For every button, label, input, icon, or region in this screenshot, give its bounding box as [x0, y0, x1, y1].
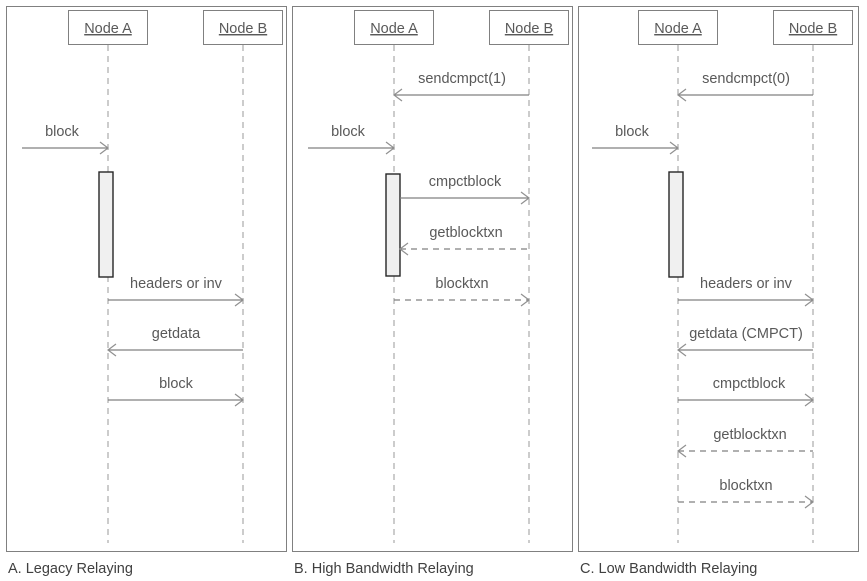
panel-c-message-getdata-cmpct-label: getdata (CMPCT)	[689, 326, 803, 342]
panel-b-participant-node-b-label: Node B	[505, 21, 553, 37]
panel-c-message-blocktxn[interactable]: blocktxn	[678, 478, 814, 509]
panel-a-frame	[6, 6, 287, 552]
panel-b-caption: B. High Bandwidth Relaying	[294, 561, 474, 577]
panel-c-frame	[578, 6, 859, 552]
panel-c-caption: C. Low Bandwidth Relaying	[580, 561, 757, 577]
panel-a-activation-node-a	[98, 171, 114, 278]
panel-c-message-sendcmpct[interactable]: sendcmpct(0)	[677, 71, 813, 102]
panel-b-message-block-in[interactable]: block	[308, 124, 395, 155]
panel-a-participant-node-a-label: Node A	[84, 21, 132, 37]
panel-a-message-block-out-label: block	[159, 376, 194, 392]
panel-b-activation-node-a	[385, 173, 401, 277]
panel-c-message-getblocktxn-label: getblocktxn	[713, 427, 786, 443]
panel-a: Node A Node B block headers or inv	[6, 6, 287, 577]
panel-c-message-cmpctblock-label: cmpctblock	[713, 376, 786, 392]
panel-a-message-headers-or-inv[interactable]: headers or inv	[108, 276, 244, 307]
panel-a-message-getdata[interactable]: getdata	[107, 326, 243, 357]
panel-a-message-block-in[interactable]: block	[22, 124, 109, 155]
panel-b-message-cmpctblock[interactable]: cmpctblock	[400, 174, 530, 205]
panel-a-message-getdata-label: getdata	[152, 326, 201, 342]
panel-b-message-block-in-label: block	[331, 124, 366, 140]
panel-a-caption: A. Legacy Relaying	[8, 561, 133, 577]
panel-b-message-getblocktxn-label: getblocktxn	[429, 225, 502, 241]
panel-b-message-cmpctblock-label: cmpctblock	[429, 174, 502, 190]
panel-a-message-block-in-label: block	[45, 124, 80, 140]
panel-c-participant-node-b-box[interactable]	[773, 10, 853, 45]
panel-c-message-cmpctblock[interactable]: cmpctblock	[678, 376, 814, 407]
panel-b-message-getblocktxn[interactable]: getblocktxn	[399, 225, 529, 256]
panel-c-message-getblocktxn[interactable]: getblocktxn	[677, 427, 813, 458]
panel-b-message-blocktxn[interactable]: blocktxn	[394, 276, 530, 307]
panel-b-frame	[292, 6, 573, 552]
panel-a-participant-node-b-label: Node B	[219, 21, 267, 37]
panel-b-participant-node-a-box[interactable]	[354, 10, 434, 45]
panel-c-message-headers-or-inv-label: headers or inv	[700, 276, 793, 292]
panel-a-message-headers-or-inv-label: headers or inv	[130, 276, 223, 292]
panel-b-participant-node-a-label: Node A	[370, 21, 418, 37]
panel-c-message-getdata-cmpct[interactable]: getdata (CMPCT)	[677, 326, 813, 357]
panel-b-message-sendcmpct[interactable]: sendcmpct(1)	[393, 71, 529, 102]
panel-a-participant-node-b-box[interactable]	[203, 10, 283, 45]
panel-c-participant-node-a-label: Node A	[654, 21, 702, 37]
panel-c-message-block-in-label: block	[615, 124, 650, 140]
panel-c: Node A Node B sendcmpct(0) block headers	[578, 6, 859, 577]
panel-c-message-sendcmpct-label: sendcmpct(0)	[702, 71, 790, 87]
panel-c-participant-node-b-label: Node B	[789, 21, 837, 37]
panel-c-message-blocktxn-label: blocktxn	[719, 478, 772, 494]
panel-c-message-headers-or-inv[interactable]: headers or inv	[678, 276, 814, 307]
panel-b: Node A Node B sendcmpct(1) block cmpctbl…	[292, 6, 573, 577]
panel-b-message-sendcmpct-label: sendcmpct(1)	[418, 71, 506, 87]
panel-b-message-blocktxn-label: blocktxn	[435, 276, 488, 292]
panel-c-activation-node-a	[668, 171, 684, 278]
panel-a-message-block-out[interactable]: block	[108, 376, 244, 407]
panel-c-message-block-in[interactable]: block	[592, 124, 679, 155]
panel-a-participant-node-a-box[interactable]	[68, 10, 148, 45]
panel-b-participant-node-b-box[interactable]	[489, 10, 569, 45]
panel-c-participant-node-a-box[interactable]	[638, 10, 718, 45]
